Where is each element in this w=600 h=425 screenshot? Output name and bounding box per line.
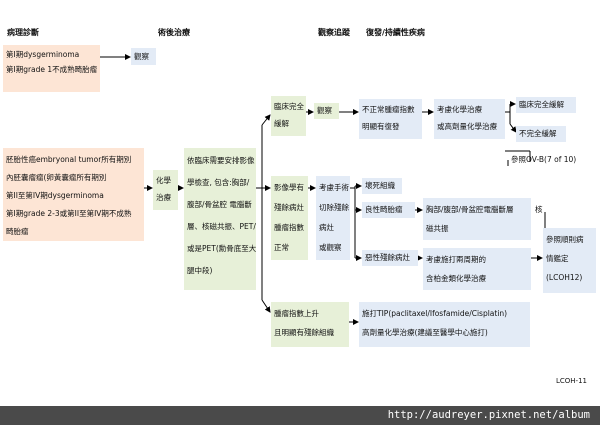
- benign-teratoma-box: 良性畸胎瘤: [362, 202, 415, 218]
- abnormal-marker-box: 不正常腫瘤指數 明顯有復發: [359, 99, 422, 139]
- clinical-remission-box: 臨床完全 緩解: [271, 96, 306, 136]
- page-code: LCOH-11: [556, 377, 587, 385]
- header-postop-treatment: 術後治療: [158, 28, 190, 37]
- header-observation: 觀察追蹤: [318, 28, 350, 37]
- refer-case-box: 參照順則病 情鑑定 (LCOH12): [543, 228, 596, 293]
- header-pathology: 病理診斷: [7, 28, 39, 37]
- chemotherapy-box: 化學 治療: [153, 170, 178, 210]
- ref-ov-b: 參照OV-B(7 of 10): [511, 155, 577, 164]
- ct-scan-box: 胸部/腹部/骨盆腔電腦斷層 磁共振: [423, 198, 531, 240]
- imaging-residual-box: 影像學有 殘餘病灶 腫瘤指數 正常: [271, 176, 308, 260]
- consider-cycles-box: 考慮施打兩周期的 含柏金類化學治療: [423, 248, 531, 290]
- nuclear-label: 核: [535, 205, 543, 214]
- pathology-box: 胚胎性癌embryonal tumor所有期別 內胚囊瘤瘤(卵黃囊瘤所有期別 第…: [3, 148, 144, 241]
- full-remission-box: 臨床完全緩解: [516, 97, 576, 113]
- header-recurrence: 復發/持續性疾病: [366, 28, 425, 37]
- tip-regimen-box: 施打TIP(paclitaxel/Ifosfamide/Cisplatin) 高…: [359, 302, 530, 347]
- necrotic-tissue-box: 壞死組織: [362, 178, 402, 194]
- footer-url[interactable]: http://audreyer.pixnet.net/album: [387, 409, 590, 421]
- marker-rising-box: 腫瘤指數上升 且明顯有殘餘組織: [271, 302, 349, 347]
- incomplete-remission-box: 不完全緩解: [516, 126, 566, 142]
- imaging-box: 依臨床需要安排影像 學檢查, 包含:胸部/ 腹部/骨盆腔 電腦斷 層、核磁共振、…: [184, 148, 256, 290]
- malignant-residual-box: 惡性殘餘病灶: [362, 250, 418, 266]
- consider-chemo-box: 考慮化學治療 或高劑量化學治療: [434, 99, 505, 139]
- consider-surgery-box: 考慮手術 切除殘餘 病灶 或觀察: [316, 176, 350, 260]
- observe-top-box: 觀察: [131, 48, 156, 65]
- flow-arrows: [100, 54, 546, 325]
- footer-bar: http://audreyer.pixnet.net/album: [0, 406, 600, 425]
- observe-mid-box: 觀察: [314, 103, 339, 119]
- stage1-dysgerminoma-box: 第I期dysgerminoma 第I期grade 1不成熟畸胎瘤: [3, 45, 100, 92]
